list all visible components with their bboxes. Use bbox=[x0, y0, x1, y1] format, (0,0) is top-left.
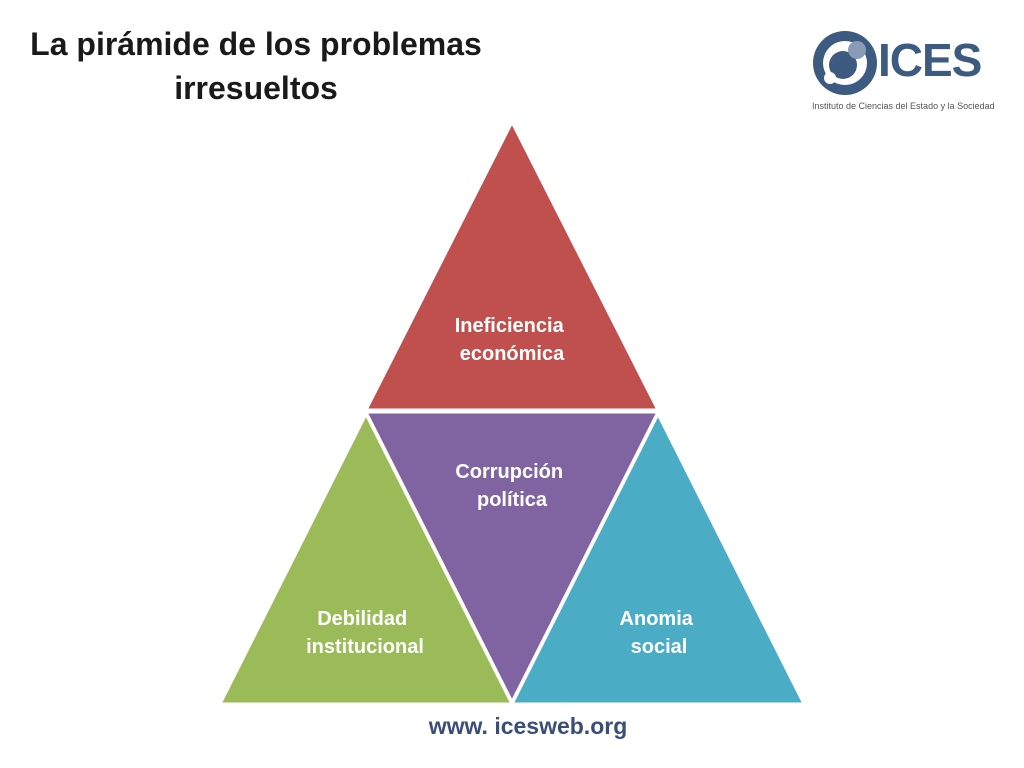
ices-logo-mark-icon bbox=[813, 31, 877, 95]
right-label-line-1: Anomia bbox=[620, 608, 694, 630]
website-link[interactable]: www. icesweb.org bbox=[428, 713, 628, 739]
top-segment-label: Ineficiencia económica bbox=[455, 315, 570, 365]
left-label-line-1: Debilidad bbox=[317, 608, 407, 630]
right-segment-label: Anomia social bbox=[620, 608, 699, 658]
left-label-line-2: institucional bbox=[306, 636, 424, 658]
pyramid-top-segment bbox=[364, 120, 660, 412]
right-label-line-2: social bbox=[631, 636, 688, 658]
ices-logo: ICES Instituto de Ciencias del Estado y … bbox=[808, 24, 995, 116]
center-label-line-1: Corrupción bbox=[455, 461, 563, 483]
pyramid-center-segment bbox=[364, 410, 660, 704]
title-line-2: irresueltos bbox=[174, 70, 338, 106]
logo-name: ICES bbox=[878, 34, 982, 86]
top-label-line-2: económica bbox=[460, 343, 565, 365]
top-label-line-1: Ineficiencia bbox=[455, 315, 565, 337]
center-segment-label: Corrupción política bbox=[455, 461, 568, 511]
page-title: La pirámide de los problemas irresueltos bbox=[0, 22, 512, 110]
center-label-line-2: política bbox=[477, 489, 548, 511]
logo-subtitle: Instituto de Ciencias del Estado y la So… bbox=[812, 101, 995, 111]
left-segment-label: Debilidad institucional bbox=[306, 608, 424, 658]
title-line-1: La pirámide de los problemas bbox=[30, 26, 482, 62]
